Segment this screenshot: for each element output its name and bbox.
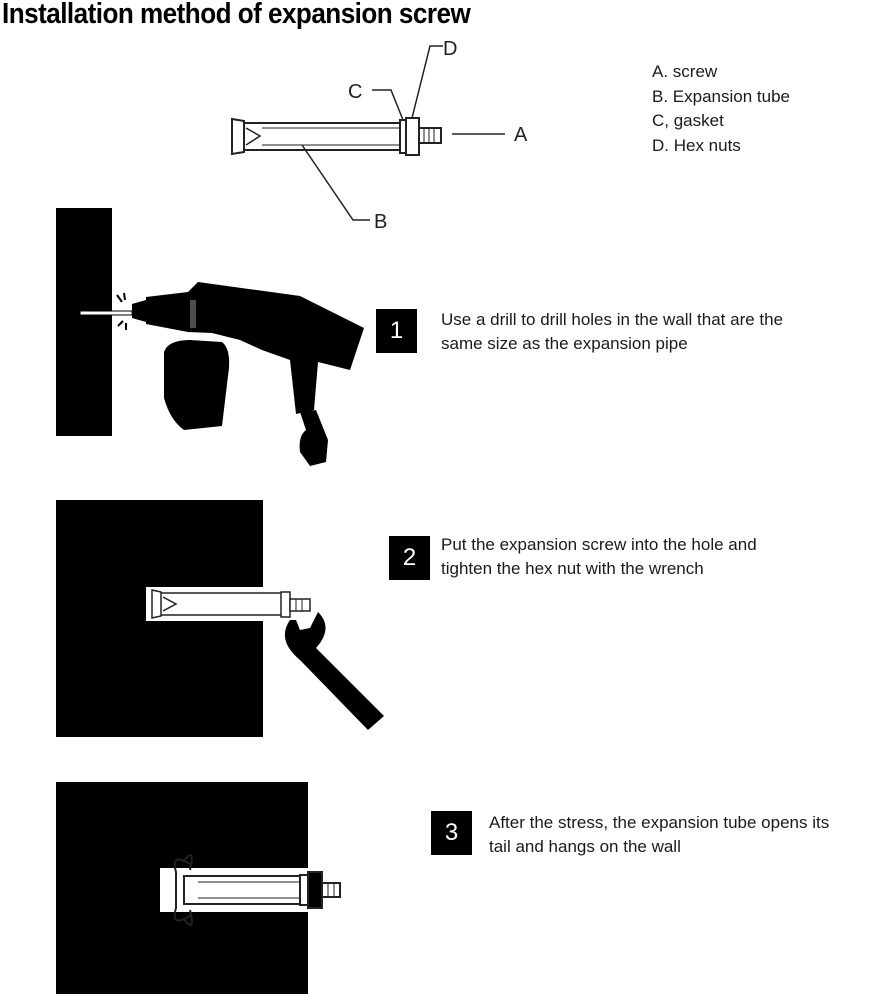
wall-1 — [56, 208, 112, 436]
label-c: C — [348, 81, 362, 103]
step-3-text: After the stress, the expansion tube ope… — [489, 811, 829, 859]
legend-item: C, gasket — [652, 111, 724, 130]
drill-icon — [132, 282, 364, 466]
step-3-line-1: After the stress, the expansion tube ope… — [489, 813, 830, 832]
expansion-screw-drawing — [231, 117, 442, 156]
step-1-text: Use a drill to drill holes in the wall t… — [441, 308, 783, 356]
parts-diagram — [231, 45, 505, 221]
step-1-line-1: Use a drill to drill holes in the wall t… — [441, 310, 784, 329]
step-1-line-2: same size as the expansion pipe — [441, 334, 688, 353]
step1-illustration — [56, 208, 364, 466]
step-1-badge: 1 — [376, 309, 417, 353]
drill-bit — [79, 310, 133, 316]
spark-marks — [116, 292, 127, 330]
legend-item: D. Hex nuts — [652, 135, 741, 155]
page-title: Installation method of expansion screw — [2, 0, 471, 30]
leader-b — [301, 144, 370, 221]
step-2-line-1: Put the expansion screw into the hole an… — [441, 535, 757, 554]
step-2-badge: 2 — [389, 536, 430, 580]
parts-legend: A. screw B. Expansion tube C, gasket D. … — [652, 60, 790, 158]
legend-item: B. Expansion tube — [652, 86, 790, 106]
screw-in-hole-2 — [151, 589, 311, 619]
step-2-line-2: tighten the hex nut with the wrench — [441, 559, 704, 578]
step-2-text: Put the expansion screw into the hole an… — [441, 533, 757, 581]
step3-illustration — [56, 782, 341, 994]
step-3-badge: 3 — [431, 811, 472, 855]
step-3-line-2: tail and hangs on the wall — [489, 837, 681, 856]
leader-c — [372, 89, 404, 121]
wrench-icon — [284, 612, 384, 730]
opened-screw — [173, 854, 341, 926]
leader-d — [411, 45, 443, 119]
label-d: D — [443, 38, 457, 60]
legend-item: A. screw — [652, 62, 718, 81]
label-a: A — [514, 124, 528, 146]
step2-illustration — [56, 500, 384, 737]
label-b: B — [374, 211, 387, 233]
